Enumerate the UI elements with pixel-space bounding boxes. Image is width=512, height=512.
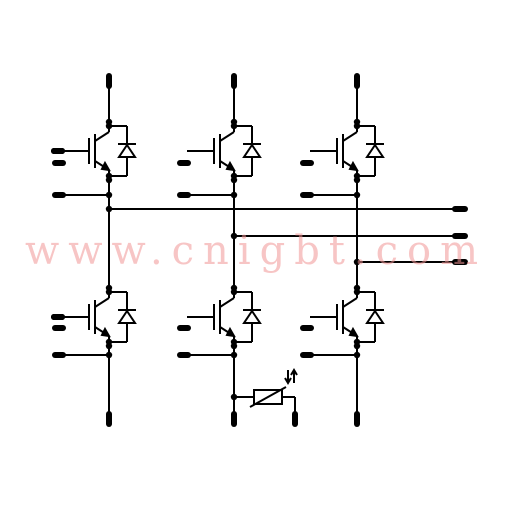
junction-dot — [353, 258, 361, 266]
collector-slant — [219, 297, 235, 308]
junction-dot — [105, 205, 113, 213]
junction-dot — [105, 284, 113, 292]
junction-dot — [353, 351, 361, 359]
junction-dot — [353, 342, 361, 350]
emitter-arrow — [225, 326, 236, 338]
high-side-igbt — [88, 122, 137, 180]
emitter-arrow — [348, 326, 359, 338]
junction-dot — [353, 284, 361, 292]
ntc-thermistor — [234, 368, 298, 414]
diode-triangle — [117, 309, 137, 324]
junction-dot — [353, 176, 361, 184]
junction-dots — [105, 118, 361, 401]
collector-slant — [342, 297, 358, 308]
junction-dot — [105, 351, 113, 359]
emitter-arrow — [100, 160, 111, 172]
junction-dot — [230, 342, 238, 350]
junction-dot — [105, 176, 113, 184]
low-side-igbt — [88, 288, 137, 346]
terminals — [51, 73, 468, 427]
junction-dot — [105, 342, 113, 350]
junction-dot — [230, 351, 238, 359]
emitter-arrow — [348, 160, 359, 172]
ntc-slash — [249, 386, 287, 408]
low-side-igbt — [213, 288, 262, 346]
low-side-igbt — [336, 288, 385, 346]
collector-slant — [94, 297, 110, 308]
diode-triangle — [117, 143, 137, 158]
junction-dot — [353, 118, 361, 126]
junction-dot — [353, 191, 361, 199]
collector-slant — [219, 131, 235, 142]
devices — [88, 122, 385, 414]
emitter-arrow — [100, 326, 111, 338]
junction-dot — [105, 118, 113, 126]
high-side-igbt — [213, 122, 262, 180]
diode-triangle — [365, 309, 385, 324]
diode-triangle — [242, 309, 262, 324]
wiring — [62, 85, 453, 415]
junction-dot — [230, 284, 238, 292]
junction-dot — [105, 191, 113, 199]
diode-triangle — [365, 143, 385, 158]
junction-dot — [230, 393, 238, 401]
junction-dot — [230, 232, 238, 240]
diode-triangle — [242, 143, 262, 158]
temperature-arrows-icon — [284, 370, 292, 385]
collector-slant — [342, 131, 358, 142]
junction-dot — [230, 176, 238, 184]
collector-slant — [94, 131, 110, 142]
temperature-arrows-icon — [290, 368, 298, 383]
high-side-igbt — [336, 122, 385, 180]
junction-dot — [230, 118, 238, 126]
emitter-arrow — [225, 160, 236, 172]
junction-dot — [230, 191, 238, 199]
